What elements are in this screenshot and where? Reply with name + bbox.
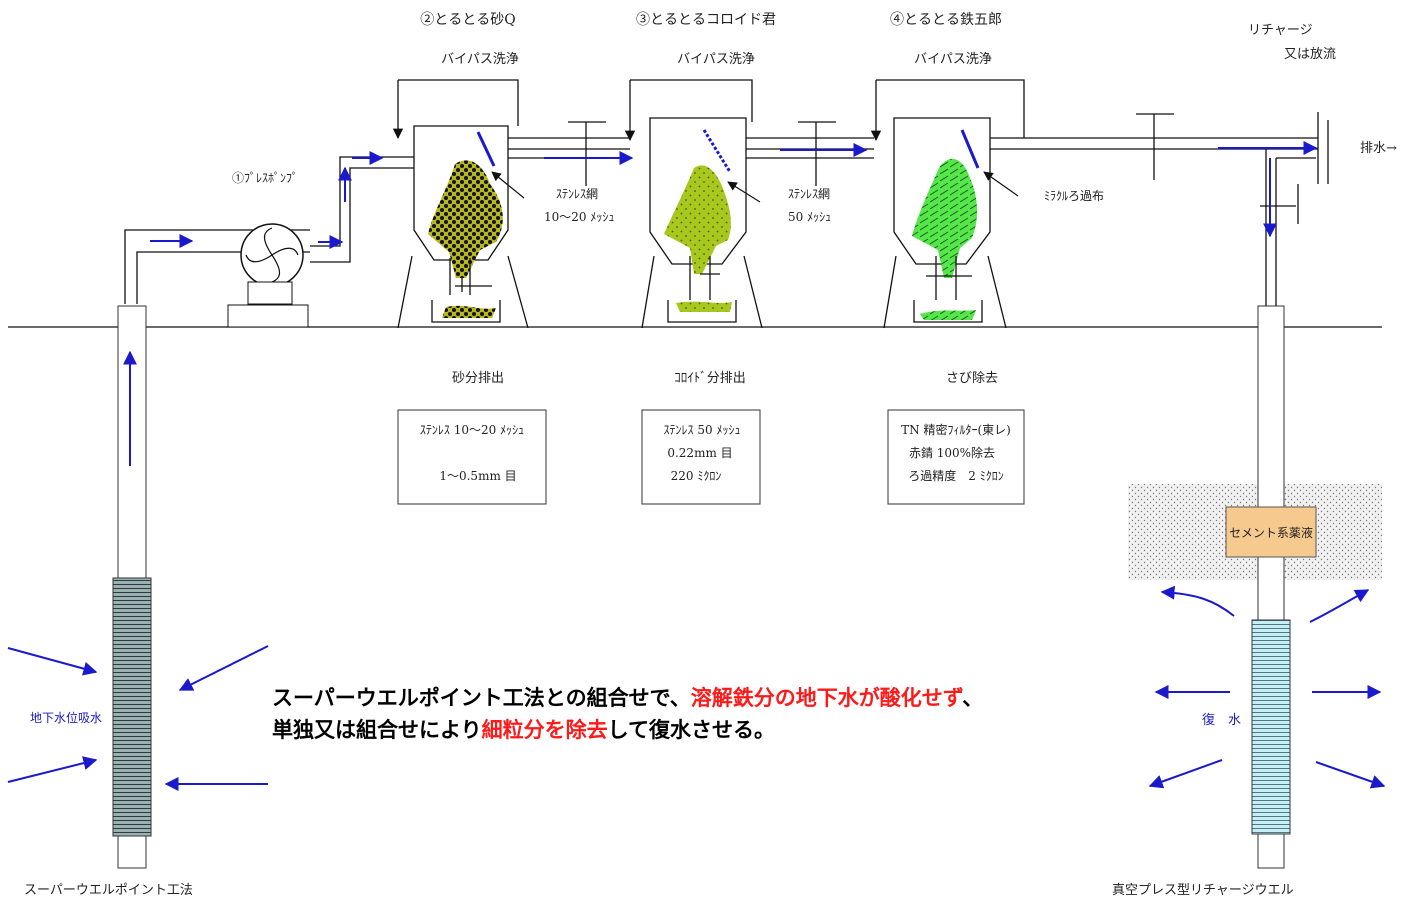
outflow-label: 排水→ (1360, 141, 1397, 156)
spec-box-sand (397, 409, 547, 505)
spec3-line3: ろ過精度 2 ﾐｸﾛﾝ (908, 468, 1003, 483)
unit2-title: ③とるとるコロイド君 (636, 12, 776, 28)
unit-sand-filter (392, 79, 529, 329)
pump-label: ①ﾌﾟﾚｽﾎﾟﾝﾌﾟ (232, 171, 298, 185)
press-pump (227, 223, 309, 328)
spec2-line2: 0.22mm 目 (667, 446, 732, 460)
unit2-discharge-label: ｺﾛｲﾄﾞ分排出 (674, 371, 746, 386)
unit1-screen-label-1: ｽﾃﾝﾚｽ網 (556, 187, 598, 201)
spec1-line1: ｽﾃﾝﾚｽ 10〜20 ﾒｯｼｭ (420, 423, 524, 437)
spec2-line1: ｽﾃﾝﾚｽ 50 ﾒｯｼｭ (664, 423, 741, 437)
unit3-discharge-label: さび除去 (946, 371, 998, 386)
note-l2-a: 単独又は組合せにより (272, 718, 482, 742)
spec3-line2: 赤錆 100%除去 (909, 445, 995, 460)
note-l2-highlight: 細粒分を除去 (481, 718, 608, 742)
unit1-screen-label-2: 10〜20 ﾒｯｼｭ (544, 210, 614, 224)
left-well-caption: スーパーウエルポイント工法 (24, 883, 193, 898)
note-l1-c: 、 (962, 686, 984, 710)
unit1-bypass-label: バイパス洗浄 (441, 52, 519, 67)
summary-note: スーパーウエルポイント工法との組合せで、溶解鉄分の地下水が酸化せず、 単独又は組… (272, 682, 1172, 746)
unit3-screen-label: ﾐﾗｸﾙろ過布 (1044, 189, 1104, 203)
unit2-screen-label-2: 50 ﾒｯｼｭ (788, 210, 831, 224)
left-well-label: 地下水位吸水 (30, 710, 102, 725)
right-well (1128, 305, 1386, 869)
unit3-bypass-label: バイパス洗浄 (914, 52, 992, 67)
spec-box-iron (887, 409, 1025, 505)
note-l2-c: して復水させる。 (607, 718, 775, 742)
note-l1-highlight: 溶解鉄分の地下水が酸化せず (690, 686, 963, 710)
spec-box-colloid (641, 409, 761, 505)
right-well-label: 復 水 (1202, 712, 1241, 728)
unit1-title: ②とるとる砂Q (420, 12, 515, 28)
spec3-line1: TN 精密ﾌｨﾙﾀｰ(東レ) (901, 422, 1011, 437)
unit3-title: ④とるとる鉄五郎 (890, 12, 1002, 28)
unit-colloid-filter (624, 79, 763, 329)
cement-label: セメント系薬液 (1229, 525, 1313, 540)
right-well-caption: 真空プレス型リチャージウエル (1112, 883, 1294, 898)
recharge-label-2: 又は放流 (1284, 47, 1336, 62)
summary-note-line-1: スーパーウエルポイント工法との組合せで、溶解鉄分の地下水が酸化せず、 (272, 682, 1172, 714)
note-l1-a: スーパーウエルポイント工法との組合せで、 (272, 686, 691, 710)
summary-note-line-2: 単独又は組合せにより細粒分を除去して復水させる。 (272, 714, 1172, 746)
unit2-screen-label-1: ｽﾃﾝﾚｽ網 (788, 187, 830, 201)
unit2-bypass-label: バイパス洗浄 (677, 52, 755, 67)
unit1-discharge-label: 砂分排出 (452, 371, 504, 386)
spec1-line2: 1〜0.5mm 目 (439, 469, 516, 483)
recharge-label-1: リチャージ (1248, 23, 1313, 38)
spec2-line3: 220 ﾐｸﾛﾝ (671, 469, 722, 483)
unit-iron-filter (870, 79, 1025, 329)
